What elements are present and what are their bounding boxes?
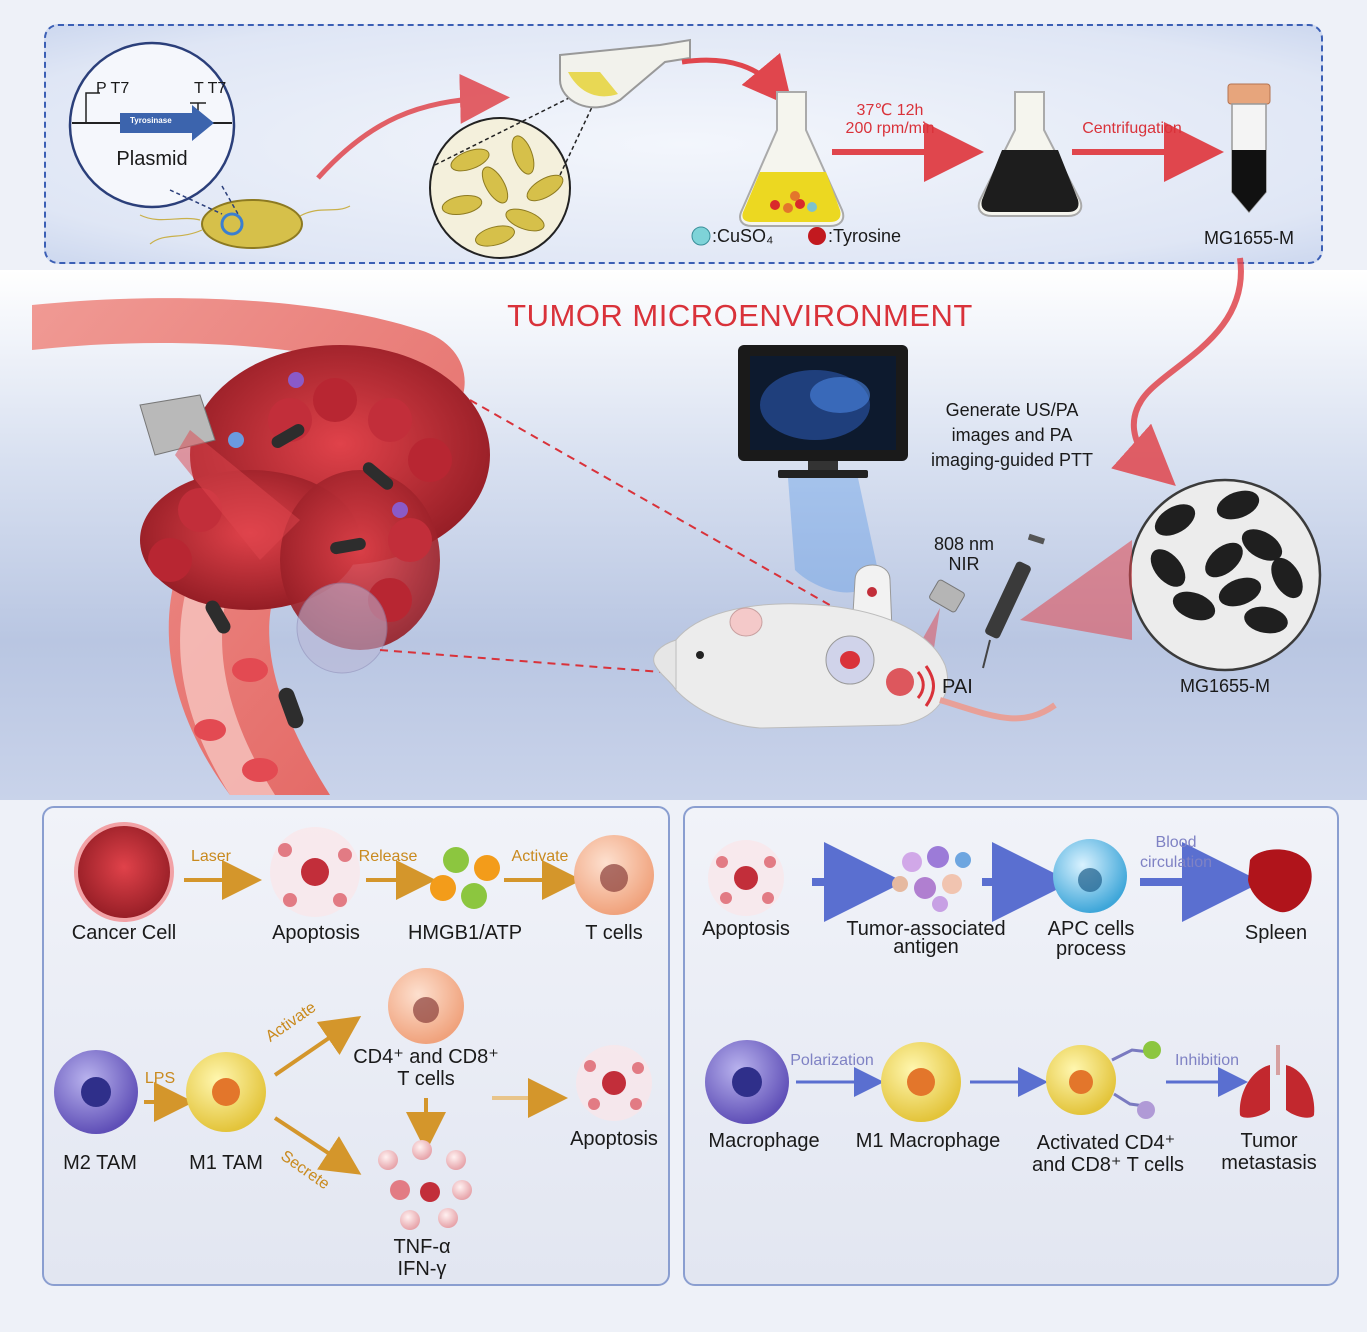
plasmid-diagram	[68, 41, 236, 209]
incubation-temp-time: 37℃ 12h	[856, 102, 924, 119]
dark-flask	[977, 91, 1083, 217]
polarization-label: Polarization	[790, 1052, 874, 1069]
product-label-zoom: MG1655-M	[1179, 676, 1271, 696]
blood-circulation-line2: circulation	[1139, 854, 1213, 871]
hmgb1-atp-label: HMGB1/ATP	[407, 922, 523, 944]
tilted-flask	[559, 38, 691, 109]
centrifugation-label: Centrifugation	[1082, 120, 1182, 137]
syringe	[982, 533, 1046, 669]
cytokines-graphic	[378, 1140, 472, 1230]
m1-macrophage-label: M1 Macrophage	[855, 1130, 1001, 1152]
tyrosine-legend: :Tyrosine	[828, 226, 902, 246]
bacteria-zoom-circle	[429, 89, 601, 259]
laser-transducer	[139, 394, 300, 560]
plasmid-label: Plasmid	[116, 148, 188, 170]
tumor-metastasis-line1: Tumor	[1240, 1130, 1298, 1152]
cd4-cd8-label-line2: T cells	[397, 1068, 455, 1090]
apoptosis-label-3: Apoptosis	[702, 918, 790, 940]
zoom-cone	[1020, 540, 1132, 640]
apoptosis-graphic-2	[576, 1045, 652, 1121]
t-cells-label: T cells	[585, 922, 643, 944]
arrow-secrete	[273, 1116, 362, 1175]
laser-type: NIR	[948, 554, 980, 574]
cuso4-dot	[691, 226, 711, 246]
yellow-flask	[739, 91, 845, 227]
tumor-microenvironment-title: TUMOR MICROENVIRONMENT	[507, 298, 973, 333]
tumor-metastasis-line2: metastasis	[1221, 1152, 1317, 1174]
activated-cd-label-line1: Activated CD4⁺	[1036, 1132, 1176, 1154]
blood-circulation-line1: Blood	[1155, 834, 1197, 851]
apc-label-line1: APC cells	[1047, 918, 1135, 940]
imaging-line-2: images and PA	[951, 425, 1073, 445]
arrow-to-yellow-flask	[681, 52, 793, 108]
laser-label: Laser	[190, 848, 232, 865]
imaging-line-3: imaging-guided PTT	[930, 450, 1094, 470]
antigen-graphic	[892, 846, 971, 912]
release-label: Release	[358, 848, 418, 865]
apoptosis-graphic-3	[708, 840, 784, 916]
spleen-label: Spleen	[1244, 922, 1308, 944]
cancer-cell-graphic	[74, 822, 174, 922]
apoptosis-label-2: Apoptosis	[570, 1128, 658, 1150]
arrow-activate-tcells	[273, 1015, 362, 1077]
apc-label-line2: process	[1055, 938, 1127, 960]
m1-tam-label: M1 TAM	[189, 1152, 263, 1174]
macrophage-label: Macrophage	[708, 1130, 820, 1152]
m2-tam-label: M2 TAM	[63, 1152, 137, 1174]
spleen-graphic	[1248, 849, 1312, 913]
zoom-line-upper	[469, 399, 871, 629]
incubation-speed: 200 rpm/min	[845, 120, 935, 137]
tyrosinase-gene-label: Tyrosinase	[130, 116, 172, 125]
product-label-top: MG1655-M	[1203, 228, 1295, 248]
cd4-cd8-label-line1: CD4⁺ and CD8⁺	[353, 1046, 499, 1068]
activate-label-1: Activate	[511, 848, 569, 865]
tyrosine-dot	[808, 227, 826, 245]
activated-cd-label-line2: and CD8⁺ T cells	[1031, 1154, 1185, 1176]
laser-wavelength: 808 nm	[933, 534, 995, 554]
mouse	[653, 603, 1057, 729]
bacterium-with-plasmid	[139, 185, 351, 249]
terminator-label: T T7	[194, 80, 227, 97]
promoter-label: P T7	[96, 80, 130, 97]
lps-label: LPS	[144, 1070, 176, 1087]
lungs-graphic	[1239, 1045, 1315, 1118]
inhibition-label: Inhibition	[1174, 1052, 1240, 1069]
imaging-line-1: Generate US/PA	[945, 400, 1079, 420]
arrow-to-injection	[1111, 257, 1244, 486]
monitor	[738, 345, 908, 593]
mg1655-zoom-circle	[1128, 478, 1322, 672]
tumor-antigen-label-line2: antigen	[893, 936, 959, 958]
tumor-antigen-label-line1: Tumor-associated	[846, 918, 1006, 940]
apoptosis-graphic-1	[270, 827, 360, 917]
cancer-cell-label: Cancer Cell	[71, 922, 177, 944]
apoptosis-label-1: Apoptosis	[272, 922, 360, 944]
tnf-alpha-label: TNF-α	[393, 1236, 451, 1258]
cuso4-legend: :CuSO₄	[712, 226, 774, 246]
ifn-gamma-label: IFN-γ	[397, 1258, 447, 1280]
pai-label: PAI	[942, 676, 973, 698]
hmgb1-atp-graphic	[430, 847, 500, 909]
centrifuge-tube	[1227, 83, 1271, 214]
arrow-to-culture	[316, 73, 510, 180]
